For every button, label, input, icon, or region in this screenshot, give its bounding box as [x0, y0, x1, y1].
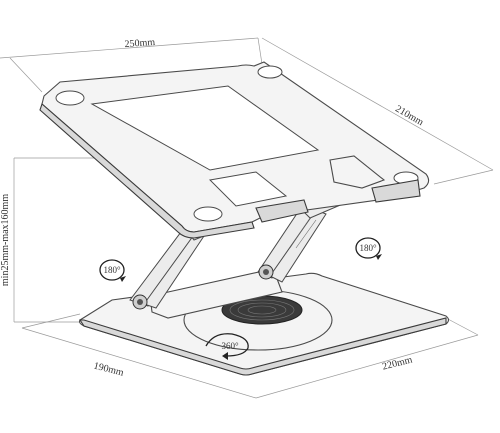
base-depth-label: 190mm — [92, 361, 125, 379]
top-tray — [39, 61, 430, 239]
rotation-right-hinge: 180° — [355, 237, 382, 260]
base-plate-edge — [78, 317, 447, 376]
right-lip-stop — [371, 179, 421, 203]
dimension-lines — [0, 37, 494, 399]
height-range-label: min25mm-max160mm — [0, 194, 11, 286]
tray-vent-top — [257, 65, 283, 79]
left-lip-stop — [255, 199, 309, 223]
tray-vent-front — [193, 206, 223, 222]
base-width-extension — [445, 317, 479, 336]
base-depth-extension — [21, 313, 81, 329]
base-width-label: 220mm — [381, 354, 414, 372]
rotate-right-arrow-icon — [355, 237, 381, 259]
depth-extension — [433, 169, 494, 185]
base-swivel-rotation-label: 360° — [221, 341, 239, 351]
base-width-dimension-line — [255, 334, 479, 399]
rotation-base-swivel: 360° — [205, 333, 249, 360]
tray-front-edge — [39, 103, 255, 239]
width-dimension-line — [0, 37, 259, 59]
rear-bracket — [329, 155, 386, 189]
rotate-left-arrow-icon — [99, 259, 125, 281]
right-hinge-rotation-label: 180° — [359, 243, 377, 253]
swivel-arrow-icon — [205, 333, 249, 357]
tray-front-cutout — [208, 171, 288, 207]
rotation-left-hinge: 180° — [99, 259, 126, 282]
width-top-label: 250mm — [124, 37, 155, 50]
tray-vent-left — [55, 90, 85, 106]
width-extension-left — [9, 57, 43, 93]
width-extension-right — [257, 37, 263, 65]
left-hinge-rotation-label: 180° — [103, 265, 121, 275]
tray-center-cutout — [90, 85, 320, 171]
lower-arms — [129, 205, 327, 309]
front-lips — [255, 155, 421, 223]
depth-dimension-line — [261, 37, 494, 171]
base-depth-dimension-line — [21, 327, 257, 399]
